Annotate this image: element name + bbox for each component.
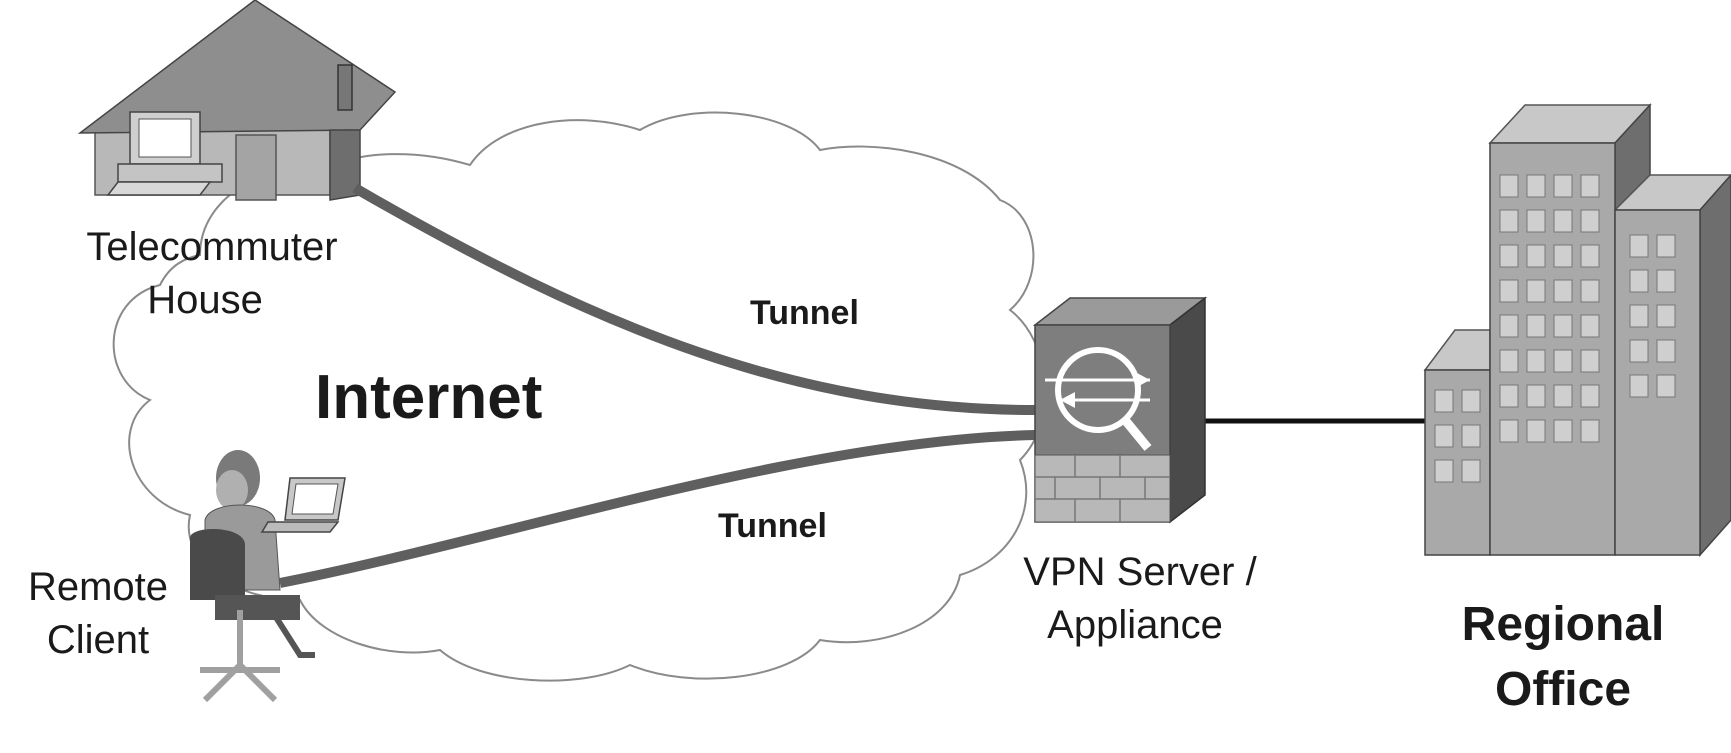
remote-client-icon (190, 450, 346, 703)
tunnel-bottom-label: Tunnel (718, 507, 827, 545)
vpn-server-icon (1032, 296, 1208, 524)
tunnel-top-line (352, 183, 1036, 415)
tunnel-top-label: Tunnel (750, 294, 859, 332)
internet-label: Internet (315, 363, 542, 432)
vpn-server-label-line1: VPN Server / (1023, 550, 1257, 594)
vpn-server-label-line2: Appliance (1047, 603, 1223, 647)
regional-office-building-icon (1423, 103, 1731, 557)
regional-office-label-line1: Regional (1462, 598, 1665, 651)
telecommuter-label-line1: Telecommuter (86, 225, 337, 269)
remote-client-label-line1: Remote (28, 565, 168, 609)
regional-office-label-line2: Office (1495, 663, 1631, 716)
telecommuter-label-line2: House (147, 278, 263, 322)
internet-cloud (112, 111, 1047, 682)
house-icon (77, 0, 397, 201)
tunnel-bottom-line (279, 430, 1036, 588)
remote-client-label-line2: Client (47, 618, 149, 662)
